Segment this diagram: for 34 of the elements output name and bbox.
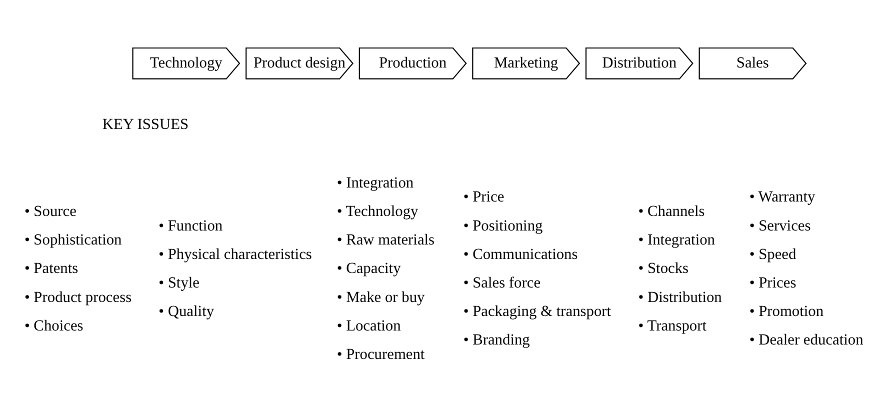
label: • Source <box>24 202 76 220</box>
label: • Choices <box>24 317 84 334</box>
label: • Speed <box>749 246 796 263</box>
label: • Sophistication <box>24 232 122 249</box>
label: • Quality <box>158 303 214 320</box>
label: • Integration <box>336 174 414 192</box>
label: • Procurement <box>336 346 425 363</box>
label: • Function <box>158 217 223 234</box>
label: • Location <box>336 317 401 334</box>
label: • Make or buy <box>336 288 425 306</box>
label: • Services <box>749 217 811 234</box>
label: • Stocks <box>638 260 689 278</box>
label: • Communications <box>463 246 578 263</box>
label: • Physical characteristics <box>158 246 312 263</box>
label: • Dealer education <box>749 332 864 349</box>
label: • Style <box>158 274 200 292</box>
label: • Positioning <box>463 217 543 234</box>
label: • Packaging & transport <box>463 303 612 320</box>
label: • Patents <box>24 260 78 278</box>
label: • Price <box>463 188 504 206</box>
label: • Capacity <box>336 260 401 278</box>
label: • Channels <box>638 202 705 220</box>
label: • Distribution <box>638 288 722 306</box>
label: • Transport <box>638 317 707 334</box>
label: • Technology <box>336 202 418 220</box>
label: • Product process <box>24 288 132 306</box>
label: • Warranty <box>749 188 816 206</box>
label: • Raw materials <box>336 232 435 249</box>
label: KEY ISSUES <box>102 116 189 134</box>
label: • Branding <box>463 332 530 349</box>
label: • Sales force <box>463 274 541 292</box>
label: • Promotion <box>749 303 824 320</box>
label: • Prices <box>749 274 796 292</box>
label: • Integration <box>638 232 716 249</box>
